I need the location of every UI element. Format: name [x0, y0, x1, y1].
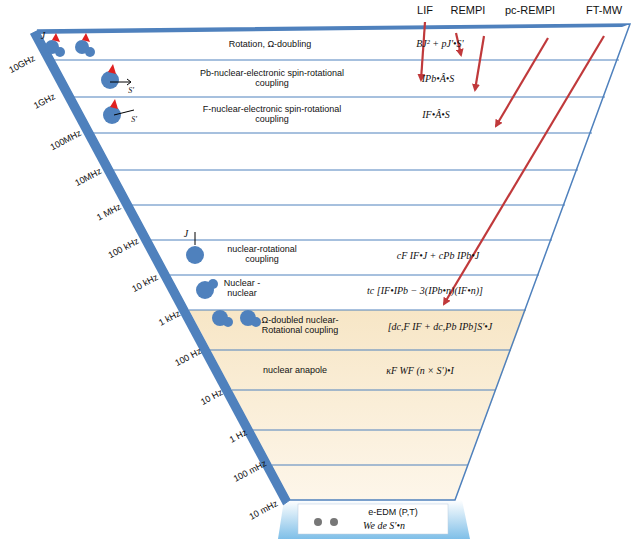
axis-tick: 10 Hz [199, 387, 225, 407]
axis-tick: 10 mHz [248, 498, 280, 522]
formula: κF WF (n × S')•I [386, 365, 454, 377]
axis-tick: 1 Hz [227, 427, 248, 445]
band-label: e-EDM (P,T) [368, 507, 417, 517]
technique-label: pc-REMPI [505, 4, 555, 17]
formula: cF IF•J + cPb IPb•J [397, 250, 480, 262]
technique-label: FT-MW [586, 4, 622, 17]
band-label: Nuclear -nuclear [212, 278, 272, 299]
axis-tick: 1GHz [32, 91, 57, 111]
axis-tick: 1 kHz [157, 308, 182, 328]
axis-tick: 10 kHz [130, 272, 160, 294]
axis-tick: 100MHz [49, 128, 83, 153]
axis-tick: 1 MHz [95, 201, 123, 222]
axis-tick: 100 Hz [173, 346, 203, 369]
band-label: Pb-nuclear-electronic spin-rotational co… [187, 68, 357, 89]
technique-label: REMPI [451, 4, 486, 17]
formula: [dc,F IF + dc,Pb IPb]S'•J [388, 321, 493, 333]
formula: We de S'•n [363, 520, 405, 532]
axis-tick: 100 mHz [232, 458, 269, 484]
technique-label: LIF [417, 4, 433, 17]
vector-label: J [184, 228, 188, 240]
axis-tick: 100 kHz [107, 236, 141, 261]
band-label: nuclear anapole [263, 365, 327, 375]
band-label: Ω-doubled nuclear-Rotational coupling [250, 315, 350, 336]
vector-label: S' [128, 86, 134, 95]
formula: IF•Â•S [422, 109, 450, 121]
axis-tick: 10GHz [7, 53, 37, 75]
axis-tick: 10MHz [73, 166, 103, 189]
band-label: Rotation, Ω-doubling [185, 39, 355, 49]
band-label: nuclear-rotational coupling [212, 244, 312, 265]
formula: BJ² + pJ'•S' [416, 38, 464, 50]
formula: IPb•Â•S [422, 73, 455, 85]
formula: tc [IF•IPb − 3(IPb•n)(IF•n)] [367, 285, 483, 297]
vector-label: S' [131, 115, 137, 124]
vector-label: J [41, 30, 45, 42]
band-label: F-nuclear-electronic spin-rotational cou… [187, 104, 357, 125]
